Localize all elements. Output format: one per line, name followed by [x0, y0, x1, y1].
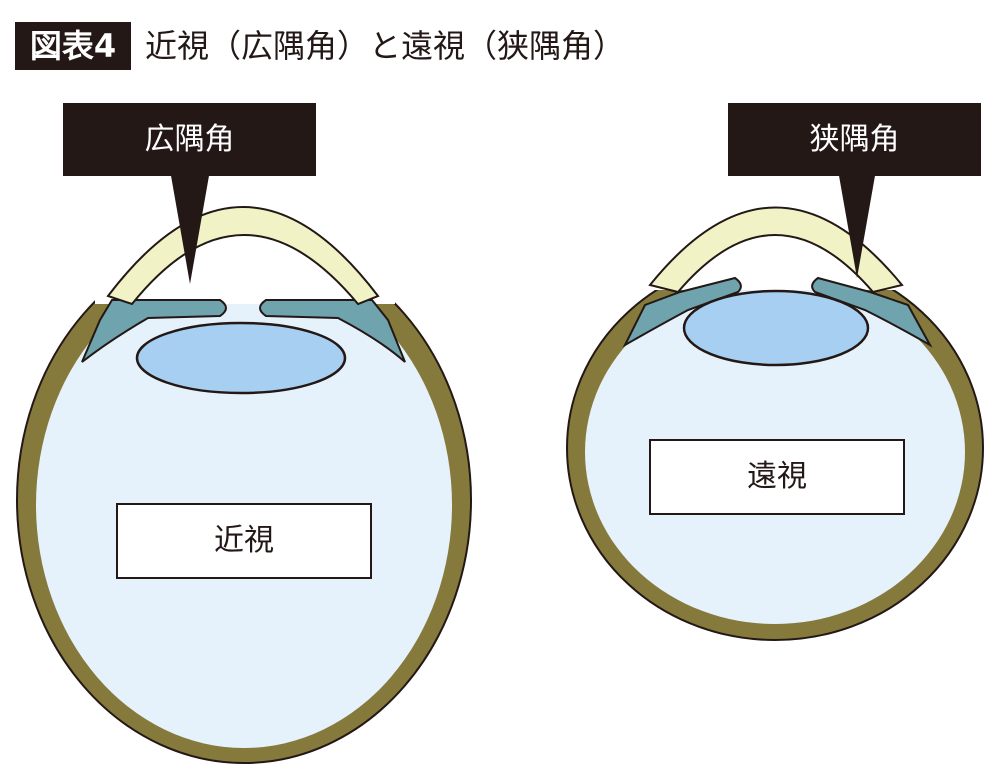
hyperopia-eye [566, 170, 984, 641]
myopia-label: 近視 [116, 503, 372, 579]
figure-number-badge: 図表4 [15, 22, 131, 70]
figure-title: 近視（広隅角）と遠視（狭隅角） [145, 27, 626, 65]
iris-right [811, 276, 933, 348]
iris-right [259, 299, 406, 363]
callout-pointer [170, 170, 210, 284]
myopia-eye [16, 170, 472, 764]
hyperopia-label: 遠視 [649, 439, 905, 515]
iris-left [622, 276, 742, 348]
callout-pointer [838, 170, 876, 278]
iris-left [81, 299, 227, 363]
wide-angle-callout: 広隅角 [63, 103, 316, 176]
cornea [648, 206, 904, 294]
narrow-angle-callout: 狭隅角 [728, 103, 981, 176]
lens [682, 289, 870, 367]
lens [135, 321, 347, 395]
